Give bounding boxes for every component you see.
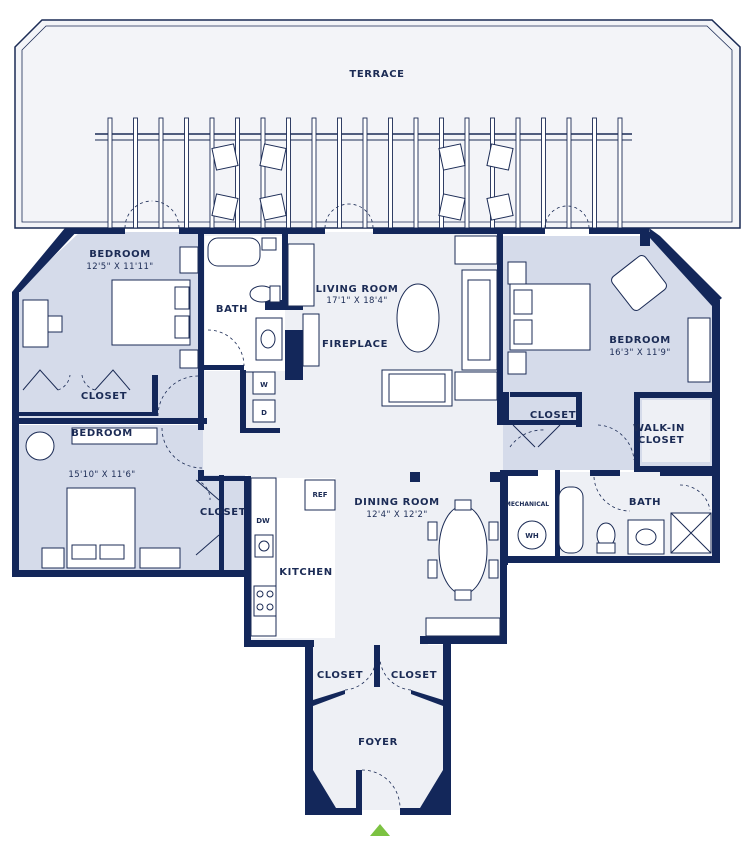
pergola-post [541, 117, 546, 229]
bedroom-sw-dims: 15'10" X 11'6" [68, 470, 135, 480]
pergola-post [362, 117, 368, 229]
closet-e-label: CLOSET [530, 410, 576, 421]
dining-room-label: DINING ROOM [354, 497, 439, 508]
kitchen-label: KITCHEN [279, 567, 332, 578]
walk-in-label-line1: WALK-IN [633, 423, 685, 434]
entry-arrow-icon [370, 824, 390, 836]
bedroom-sw: BEDROOM 15'10" X 11'6" CLOSET [25, 427, 246, 569]
bedroom-e-label: BEDROOM [609, 335, 671, 346]
bedroom-sw-label: BEDROOM [71, 428, 133, 439]
water-heater [517, 520, 547, 550]
bath-w: BATH W D [207, 237, 283, 423]
mechanical-label: MECHANICAL [505, 501, 549, 508]
washer [252, 371, 276, 395]
pergola-post [311, 117, 317, 229]
closet-foyer-right-label: CLOSET [391, 670, 437, 681]
pergola-post [235, 117, 240, 229]
armchair-e [611, 255, 667, 311]
living-room: LIVING ROOM 17'1" X 18'4" FIREPLACE [287, 235, 498, 407]
pergola-post [464, 117, 470, 229]
pergola-post [566, 117, 572, 229]
bath-w-label: BATH [216, 304, 248, 315]
pergola-post [617, 117, 623, 229]
walls [12, 228, 722, 815]
media-console [287, 243, 315, 307]
terrace-label: TERRACE [349, 69, 404, 80]
dining-room: DINING ROOM 12'4" X 12'2" [354, 497, 501, 637]
foyer: CLOSET CLOSET FOYER [317, 659, 437, 809]
pergola-post [158, 117, 164, 229]
fireplace-label: FIREPLACE [322, 339, 388, 350]
patio-chairs-left [211, 143, 287, 221]
closet-sw-label: CLOSET [200, 507, 246, 518]
pergola-post [133, 117, 138, 229]
dining-table [438, 505, 488, 595]
desk-nw [22, 299, 49, 348]
fireplace-hearth [302, 313, 320, 367]
walk-in-label-line2: CLOSET [638, 435, 684, 446]
bath-e: MECHANICAL WH BATH [505, 476, 712, 555]
pergola-post [515, 117, 521, 229]
bathtub-w [207, 237, 261, 267]
walk-in-closet-label: WALK-IN CLOSET [633, 423, 689, 446]
water-heater-label: WH [525, 532, 539, 540]
pergola-post [286, 117, 291, 229]
washer-label: W [260, 381, 268, 389]
refrigerator [304, 479, 336, 511]
pergola-post [107, 117, 113, 229]
pergola-post [592, 117, 597, 229]
stove [253, 585, 277, 617]
bedroom-e: BEDROOM 16'3" X 11'9" CLOSET WALK-IN CLO… [507, 255, 711, 462]
living-room-dims: 17'1" X 18'4" [326, 296, 387, 306]
dw-label: DW [256, 517, 270, 525]
bedroom-nw: BEDROOM 12'5" X 11'11" CLOSET [22, 246, 199, 417]
coffee-table [396, 283, 440, 353]
foyer-label: FOYER [358, 737, 398, 748]
bedroom-nw-label: BEDROOM [89, 249, 151, 260]
dryer [252, 399, 276, 423]
pergola-post [184, 117, 189, 229]
kitchen: REF DW KITCHEN [250, 477, 336, 637]
armchair-sw [25, 431, 55, 461]
pergola-post [413, 117, 419, 229]
ref-label: REF [313, 491, 328, 499]
bedroom-e-dims: 16'3" X 11'9" [609, 348, 670, 358]
bath-e-label: BATH [629, 497, 661, 508]
bathtub-e [558, 486, 584, 554]
living-room-label: LIVING ROOM [316, 284, 399, 295]
dryer-label: D [261, 409, 267, 417]
pergola-post [388, 117, 393, 229]
pergola-post [337, 117, 342, 229]
closet-foyer-left-label: CLOSET [317, 670, 363, 681]
closet-nw-label: CLOSET [81, 391, 127, 402]
bedroom-nw-dims: 12'5" X 11'11" [86, 262, 153, 272]
kitchen-sink [254, 534, 274, 558]
dining-room-dims: 12'4" X 12'2" [366, 510, 427, 520]
patio-chairs-right [438, 143, 514, 221]
terrace: TERRACE [14, 19, 741, 229]
